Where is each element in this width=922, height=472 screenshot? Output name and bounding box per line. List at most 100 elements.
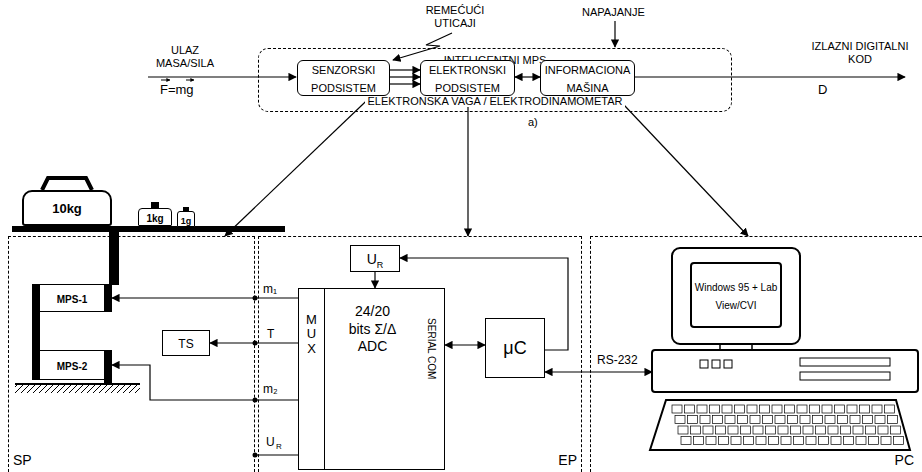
- node-label: SP: [13, 452, 32, 468]
- case-button: [724, 360, 732, 368]
- key: [725, 416, 735, 424]
- sensor-cap: [104, 284, 112, 312]
- label-holder: D: [818, 82, 827, 98]
- text-holder: EP: [558, 451, 577, 469]
- key: [828, 426, 838, 434]
- key: [675, 416, 685, 424]
- signal-name: T: [266, 327, 275, 341]
- key: [741, 426, 751, 434]
- system-boundary: INTELIGENTNI MPSELEKTRONSKA VAGA / ELEKT…: [258, 48, 732, 112]
- key: [878, 426, 888, 434]
- sensor-cap: [32, 350, 40, 380]
- annotation: IZLAZNI DIGITALNI KOD: [812, 40, 909, 65]
- key: [781, 437, 791, 445]
- node-label: MPS-1: [57, 294, 88, 305]
- label-holder: T: [266, 327, 275, 342]
- signal-name: m₂: [262, 382, 279, 396]
- key: [731, 437, 741, 445]
- key: [856, 437, 866, 445]
- monitor-screen: Windows 95 + Lab View/CVI: [690, 262, 782, 328]
- key: [713, 416, 723, 424]
- key: [744, 437, 754, 445]
- key: [810, 405, 820, 413]
- node-label: 1g: [181, 216, 192, 226]
- converter-box: MUX24/20 bits Σ/Δ ADCSERIAL COM: [298, 288, 445, 470]
- key: [835, 405, 845, 413]
- key: [866, 426, 876, 434]
- node-label: ELEKTRONSKA VAGA / ELEKTRODINAMOMETAR: [365, 95, 624, 107]
- text-holder: ELEKTRONSKI PODSISTEM: [421, 60, 514, 96]
- text-holder: SP: [13, 451, 32, 469]
- connector: [112, 297, 298, 298]
- key: [760, 405, 770, 413]
- node-label: TS: [178, 337, 193, 351]
- key: [844, 437, 854, 445]
- process-box: ELEKTRONSKI PODSISTEM: [420, 60, 515, 96]
- text-holder: U: [367, 250, 377, 268]
- scale-platform: [12, 226, 285, 232]
- key: [722, 405, 732, 413]
- key: [881, 437, 891, 445]
- key: [803, 426, 813, 434]
- annotation: F=mg: [160, 82, 194, 97]
- node-label: INFORMACIONA MAŠINA: [545, 64, 631, 94]
- connector: [515, 76, 540, 77]
- annotation: NAPAJANJE: [582, 6, 645, 18]
- key: [850, 416, 860, 424]
- key: [853, 426, 863, 434]
- key: [785, 405, 795, 413]
- node-label: R: [377, 260, 384, 270]
- connector: [445, 344, 485, 345]
- key: [847, 405, 857, 413]
- key: [800, 416, 810, 424]
- port-label: SERIAL COM: [426, 318, 438, 379]
- text-holder: PC: [895, 451, 914, 469]
- vector-arrow: [161, 80, 170, 81]
- key: [822, 405, 832, 413]
- reference-box: UR: [350, 245, 400, 272]
- key: [685, 405, 695, 413]
- key: [797, 405, 807, 413]
- text-holder: SENZORSKI PODSISTEM: [298, 60, 389, 96]
- key: [756, 437, 766, 445]
- text-holder: μC: [503, 338, 526, 359]
- connector: [390, 69, 420, 70]
- key: [816, 426, 826, 434]
- input-arrow: [148, 76, 296, 77]
- connector: [545, 371, 652, 372]
- label-holder: a): [528, 116, 538, 129]
- key: [747, 405, 757, 413]
- key: [681, 437, 691, 445]
- label-holder: NAPAJANJE: [582, 6, 645, 19]
- connector: [467, 96, 468, 237]
- key: [678, 426, 688, 434]
- connector: [615, 96, 748, 237]
- key: [750, 416, 760, 424]
- key: [791, 426, 801, 434]
- key: [825, 416, 835, 424]
- key: [691, 426, 701, 434]
- reference-wire: [255, 454, 298, 455]
- text-holder: MPS-2: [57, 356, 88, 374]
- case-button: [712, 360, 720, 368]
- text-holder: 10kg: [52, 199, 82, 217]
- text-holder: Windows 95 + Lab View/CVI: [692, 277, 780, 313]
- connector: [374, 272, 375, 288]
- node-label: SENZORSKI PODSISTEM: [311, 64, 376, 94]
- key: [694, 437, 704, 445]
- node-label: MPS-2: [57, 361, 88, 372]
- keyboard: [650, 400, 910, 450]
- key: [672, 405, 682, 413]
- label-holder: ULAZ MASA/SILA: [148, 44, 222, 69]
- key: [813, 416, 823, 424]
- key: [728, 426, 738, 434]
- vector-arrow: [186, 80, 194, 81]
- key: [719, 437, 729, 445]
- key: [703, 426, 713, 434]
- connector: [390, 76, 420, 77]
- key: [819, 437, 829, 445]
- label-holder: U: [266, 435, 275, 450]
- node-label: EP: [558, 452, 577, 468]
- annotation: REMEĆUĆI UTICAJI: [426, 4, 485, 29]
- key: [885, 405, 895, 413]
